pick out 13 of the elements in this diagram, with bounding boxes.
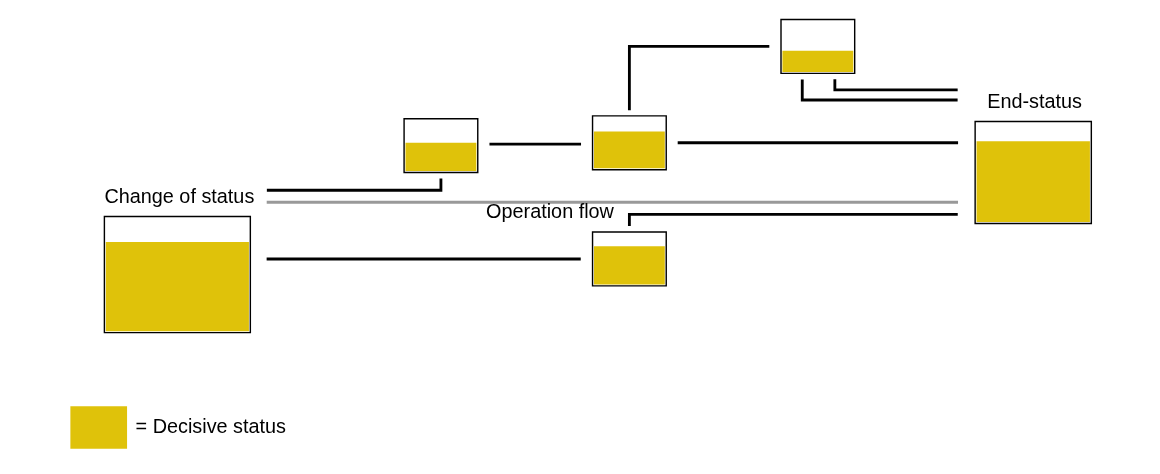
connector xyxy=(266,257,581,261)
node-label: Change of status xyxy=(103,184,254,207)
connector xyxy=(677,141,958,145)
legend-label: = Decisive status xyxy=(135,414,286,437)
connector xyxy=(800,79,958,102)
connector xyxy=(832,79,958,92)
connector xyxy=(627,45,769,111)
node-label: End-status xyxy=(986,89,1082,112)
edge-label: Operation flow xyxy=(485,200,614,223)
connector xyxy=(488,142,581,146)
connector xyxy=(266,178,442,192)
connector xyxy=(266,200,958,204)
connector xyxy=(627,212,958,227)
